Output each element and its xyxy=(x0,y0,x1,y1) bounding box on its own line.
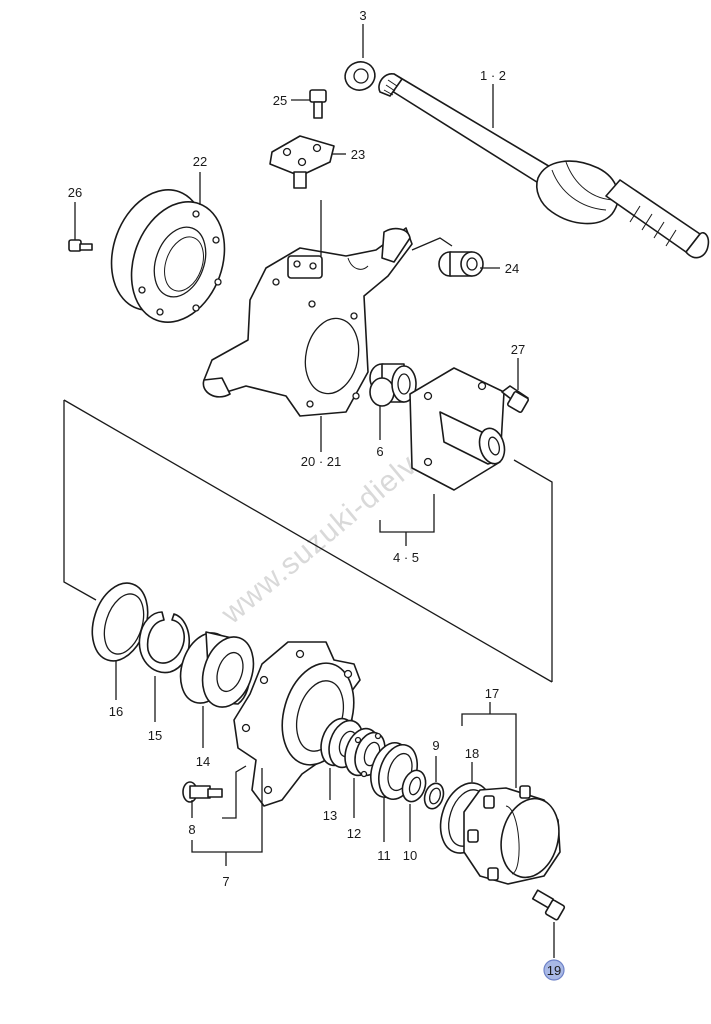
bolt-19 xyxy=(531,889,566,921)
callout-22: 22 xyxy=(193,154,207,169)
bolt-27 xyxy=(501,385,529,413)
freewheel-hub-17 xyxy=(463,785,561,885)
needle-bearing-24 xyxy=(438,251,484,277)
drive-shaft xyxy=(378,73,710,259)
callout-11: 11 xyxy=(377,848,391,863)
spindle-4-5 xyxy=(409,367,506,491)
callout-19-highlight[interactable] xyxy=(543,959,565,981)
snap-ring-15 xyxy=(138,611,191,674)
seal-ring xyxy=(344,61,376,91)
callout-9: 9 xyxy=(432,738,439,753)
bushing-6 xyxy=(369,363,417,407)
callout-23: 23 xyxy=(351,147,365,162)
explode-frame-right xyxy=(513,459,553,682)
callout-8: 8 xyxy=(188,822,195,837)
washer-10 xyxy=(401,769,427,803)
bracket-4-5 xyxy=(379,494,435,533)
callout-10: 10 xyxy=(403,848,417,863)
leader-24-link xyxy=(411,237,453,251)
oil-seal-16 xyxy=(91,582,149,662)
callout-16: 16 xyxy=(109,704,123,719)
explode-frame-top xyxy=(63,399,553,683)
bolt-25 xyxy=(309,89,327,119)
callout-13: 13 xyxy=(323,808,337,823)
bolt-26 xyxy=(68,239,93,252)
callout-24: 24 xyxy=(505,261,519,276)
callout-1-2: 1 · 2 xyxy=(480,68,506,83)
callout-6: 6 xyxy=(376,444,383,459)
callout-25: 25 xyxy=(273,93,287,108)
callout-26: 26 xyxy=(68,185,82,200)
callout-18: 18 xyxy=(465,746,479,761)
bearing-housing-22 xyxy=(110,189,226,323)
callout-12: 12 xyxy=(347,826,361,841)
callout-14: 14 xyxy=(196,754,210,769)
callout-15: 15 xyxy=(148,728,162,743)
circlip-9 xyxy=(423,782,445,810)
explode-frame-left xyxy=(63,400,97,601)
leader-8-link xyxy=(222,765,247,819)
wheel-stud-8 xyxy=(182,781,223,803)
flange-plate-23 xyxy=(269,135,335,189)
callout-19[interactable]: 19 xyxy=(547,963,561,978)
bracket-7 xyxy=(191,768,263,853)
wheel-bearing-14 xyxy=(179,631,255,708)
steering-knuckle xyxy=(202,227,413,417)
callout-3: 3 xyxy=(359,8,366,23)
callout-4-5: 4 · 5 xyxy=(393,550,419,565)
callout-17-anchor: 17 xyxy=(485,686,499,701)
bracket-17 xyxy=(461,713,517,788)
callout-7: 7 xyxy=(222,874,229,889)
callout-20-21: 20 · 21 xyxy=(301,454,341,469)
callout-27: 27 xyxy=(511,342,525,357)
